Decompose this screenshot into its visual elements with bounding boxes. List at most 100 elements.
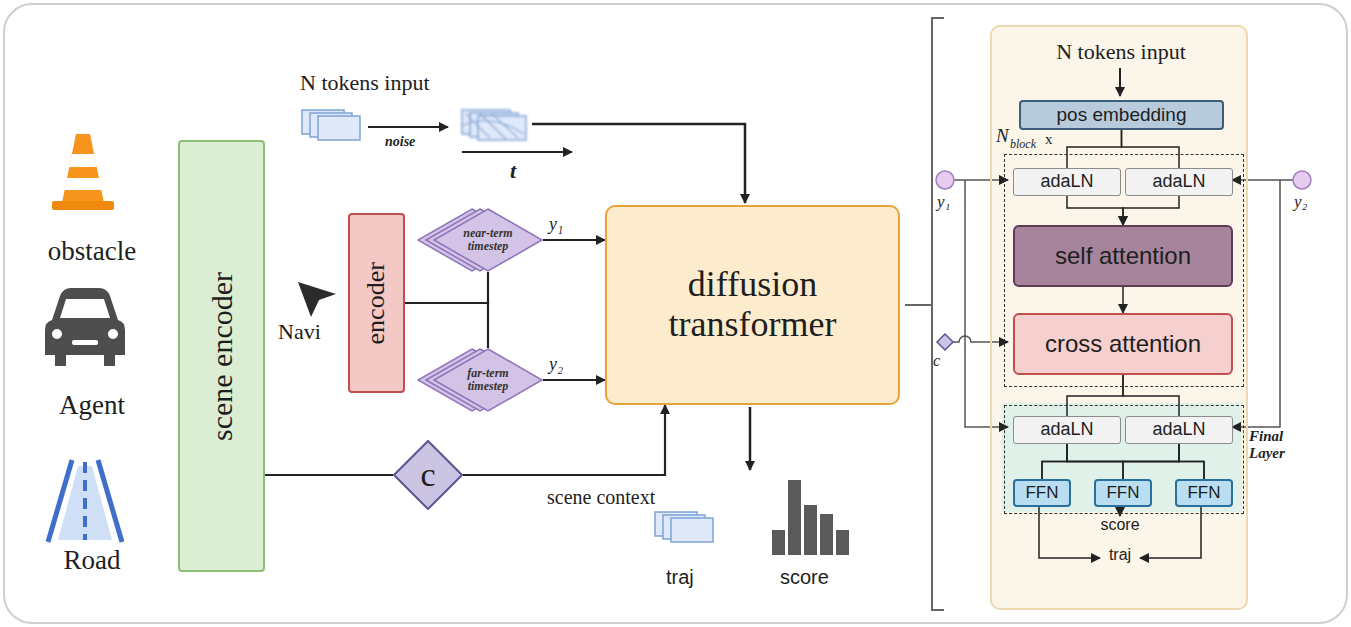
navi-icon: [298, 282, 336, 317]
outer-frame: [4, 4, 1347, 623]
ffn-output-wires: [1140, 504, 1201, 558]
car-icon: [108, 329, 118, 339]
detail-bracket: [905, 304, 932, 306]
self-attention-box: self attention: [1013, 225, 1233, 287]
node-text: c: [420, 456, 435, 493]
tokens-to-transformer-arrow: [532, 124, 745, 203]
output-label: traj: [1095, 546, 1145, 564]
road-icon: [98, 460, 122, 542]
timestep-diamond: far-term timestep: [417, 348, 543, 412]
y1-condition-wires: [954, 179, 1008, 181]
y1-condition-wires: [965, 180, 1008, 427]
output-traj-tokens: [671, 518, 713, 542]
transformer-block-group: adaLNadaLNself attentioncross attentionN…: [1004, 154, 1244, 387]
time-label: t: [510, 158, 516, 183]
output-label: traj: [666, 566, 694, 589]
timestep-diamond: near-term timestep: [417, 208, 543, 272]
cross-attention-box: cross attention: [1013, 313, 1233, 375]
node-text: self attention: [1055, 243, 1191, 269]
output-arrow: [750, 407, 751, 470]
car-icon: [60, 299, 110, 318]
time-arrow: [462, 152, 572, 153]
diamond-layer: [434, 209, 542, 271]
noisy-tokens: [462, 110, 526, 140]
node-heading: N tokens input: [992, 39, 1250, 64]
output-arrow: [749, 407, 752, 470]
adaln-box: adaLN: [1013, 416, 1121, 444]
road-icon: [48, 460, 72, 542]
y1-condition-wires: [936, 171, 1008, 427]
road-icon: [83, 462, 87, 540]
context-wire: [937, 334, 953, 350]
car-icon: [45, 288, 125, 366]
input-tokens: [302, 110, 360, 140]
panel-input-arrow: [1119, 68, 1121, 96]
cone-icon: [52, 201, 114, 210]
adaln-box: adaLN: [1125, 168, 1233, 196]
node-text: FFN: [1025, 484, 1058, 503]
car-icon: [72, 340, 98, 345]
node-heading: N: [996, 125, 1009, 147]
tokens-to-transformer-arrow: [532, 124, 745, 203]
edge-label: scene context: [545, 486, 657, 509]
ffn-box: FFN: [1175, 479, 1233, 507]
scene-encoder-box: scene encoder: [178, 140, 265, 572]
car-icon: [45, 288, 125, 366]
connector: [1122, 287, 1124, 313]
y2-condition-wires: [1293, 171, 1311, 189]
time-arrow: [462, 151, 572, 153]
node-text: near-term timestep: [455, 227, 521, 253]
score-bars: [836, 530, 849, 555]
node-text: adaLN: [1040, 172, 1093, 192]
score-bars: [772, 480, 849, 555]
node-text: FFN: [1106, 484, 1139, 503]
cone-icon: [62, 134, 104, 203]
connector: [265, 474, 393, 476]
node-text: pos embedding: [1057, 105, 1187, 126]
noise-arrow: [368, 127, 448, 128]
connector: [405, 272, 488, 303]
node-text: adaLN: [1040, 420, 1093, 440]
connector: [543, 379, 605, 381]
output-label: score: [1095, 516, 1145, 534]
y1-condition-wires: [936, 171, 954, 189]
score-bars: [804, 505, 817, 555]
condition-label: y₂: [549, 354, 563, 375]
connector: [1179, 444, 1204, 479]
output-label: score: [780, 566, 829, 589]
input-label: N tokens input: [300, 70, 430, 95]
input-type-label: obstacle: [22, 236, 162, 267]
adaln-box: adaLN: [1125, 416, 1233, 444]
node-text: adaLN: [1152, 172, 1205, 192]
input-tokens: [318, 116, 360, 140]
node-text: diffusion transformer: [625, 265, 880, 344]
context-wire: [953, 336, 1008, 342]
cone-icon: [52, 134, 114, 210]
connector: [405, 303, 488, 348]
diamond-layer: [434, 349, 542, 411]
connector: [463, 405, 665, 475]
car-icon: [52, 329, 62, 339]
detail-bracket: [932, 18, 944, 610]
encoder-box: encoder: [348, 213, 405, 393]
diffusion-transformer-box: diffusion transformer: [605, 205, 900, 405]
final-layer-ground: [1002, 403, 1242, 512]
ffn-box: FFN: [1013, 479, 1071, 507]
connector: [1123, 196, 1179, 225]
node-text: encoder: [362, 262, 391, 344]
connector: [1067, 375, 1123, 416]
y2-condition-wires: [1232, 180, 1280, 427]
final-layer-group: adaLNadaLNFFNFFNFFNFinal Layer: [1004, 405, 1244, 514]
node-text: cross attention: [1045, 331, 1201, 357]
input-type-label: Agent: [22, 390, 162, 421]
score-bars: [772, 530, 785, 555]
navi-label: Navi: [278, 319, 321, 344]
node-heading: x: [1045, 131, 1053, 148]
context-label: c: [933, 352, 940, 370]
adaln-box: adaLN: [1013, 168, 1121, 196]
context-wire: [937, 334, 1008, 350]
condition-label: y₂: [1294, 192, 1307, 212]
output-traj-tokens: [655, 512, 713, 542]
score-bars: [788, 480, 801, 555]
node-heading: block: [1010, 138, 1036, 152]
